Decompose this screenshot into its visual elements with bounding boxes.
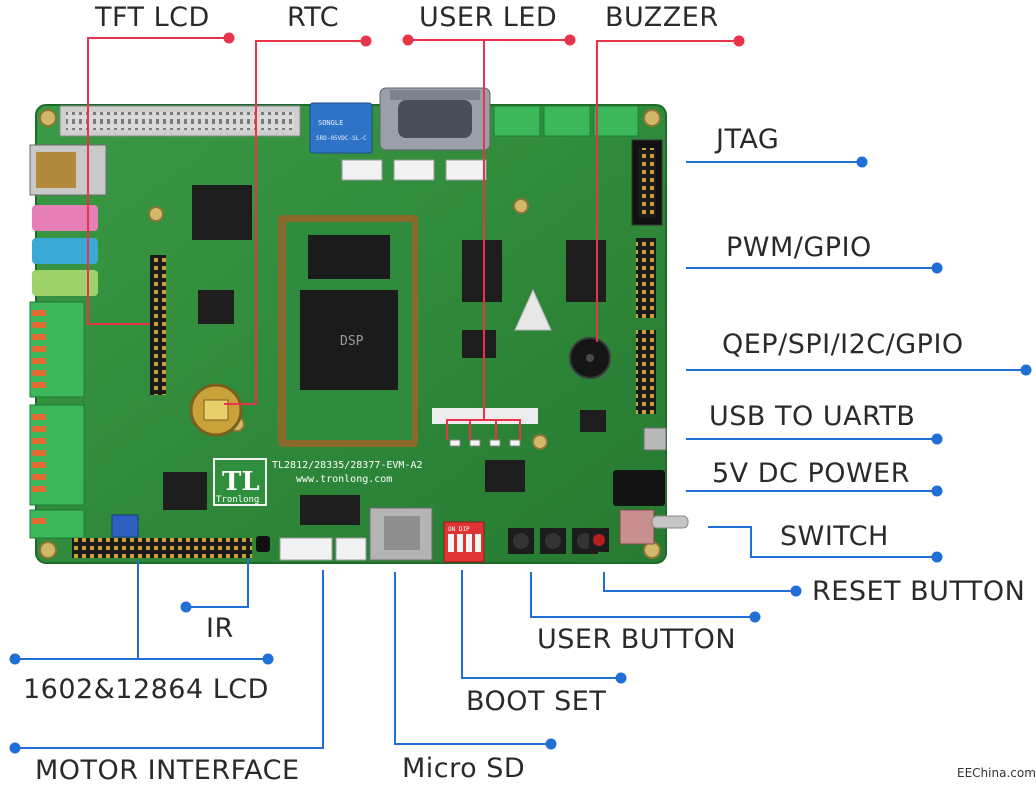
ir-receiver (256, 536, 270, 552)
label-motor-interface: MOTOR INTERFACE (35, 755, 300, 786)
dip-label: ON DIP (448, 526, 470, 533)
usb-port (643, 427, 667, 451)
label-buzzer: BUZZER (605, 2, 719, 33)
ic-chip (580, 410, 606, 432)
label-ir: IR (206, 613, 234, 644)
tft-header-pins (150, 255, 166, 395)
red-callouts (87, 37, 739, 440)
audio-jack-blue (32, 238, 98, 264)
label-rtc: RTC (287, 2, 340, 33)
logo-brand: Tronlong (216, 495, 259, 505)
logo-text: TL (222, 467, 260, 497)
ic-chip (300, 495, 360, 525)
watermark: EEChina.com (957, 766, 1036, 780)
svg-text:SONGLE: SONGLE (318, 119, 343, 127)
power-switch (619, 509, 655, 545)
audio-jack-pink (32, 205, 98, 231)
label-tft-lcd: TFT LCD (95, 2, 210, 33)
ic-chip (462, 240, 502, 302)
label-jtag: JTAG (716, 124, 780, 155)
label-user-button: USER BUTTON (537, 624, 737, 655)
lcd-header-bottom (72, 538, 252, 558)
label-reset-button: RESET BUTTON (812, 576, 1026, 607)
jst-connector (335, 537, 367, 561)
label-boot-set: BOOT SET (466, 686, 607, 717)
blue-callouts (15, 161, 1026, 749)
label-usb-to-uartb: USB TO UARTB (709, 401, 916, 432)
label-1602-12864-lcd: 1602&12864 LCD (23, 674, 269, 705)
potentiometer (111, 514, 139, 538)
label-micro-sd: Micro SD (402, 753, 526, 784)
qep-header (636, 330, 656, 414)
ic-chip (566, 240, 606, 302)
audio-jack-green (32, 270, 98, 296)
silkscreen-website: www.tronlong.com (296, 474, 392, 485)
user-leds (449, 439, 521, 447)
ic-chip (198, 290, 234, 324)
label-user-led: USER LED (419, 2, 558, 33)
dc-power-jack (613, 470, 665, 506)
flash-chip (308, 235, 390, 279)
pwm-gpio-header (636, 238, 656, 318)
dsp-chip (300, 290, 398, 390)
jst-connector (393, 159, 435, 181)
blue-callout-dots (9, 156, 1032, 754)
relay (309, 102, 373, 154)
label-pwm-gpio: PWM/GPIO (726, 232, 872, 263)
esd-warning-triangle (514, 288, 552, 331)
terminal-blocks-top (493, 105, 639, 137)
motor-terminal-blocks (29, 301, 85, 539)
label-qep-spi-i2c-gpio: QEP/SPI/I2C/GPIO (722, 329, 964, 360)
jst-connector (445, 159, 487, 181)
ic-chip (462, 330, 496, 358)
tronlong-logo-box (213, 458, 267, 506)
jst-connector (279, 537, 333, 561)
red-callout-dots (223, 32, 745, 47)
dsp-chip-text: DSP (340, 334, 364, 349)
svg-text:SRD-05VDC-SL-C: SRD-05VDC-SL-C (316, 135, 367, 142)
label-5v-dc-power: 5V DC POWER (712, 458, 911, 489)
ic-chip (163, 472, 207, 510)
jst-connector (341, 159, 383, 181)
ic-chip (192, 185, 252, 240)
silkscreen-model: TL2812/28335/28377-EVM-A2 (272, 460, 423, 471)
label-switch: SWITCH (780, 521, 889, 552)
user-buttons (508, 528, 598, 554)
ic-chip (485, 460, 525, 492)
